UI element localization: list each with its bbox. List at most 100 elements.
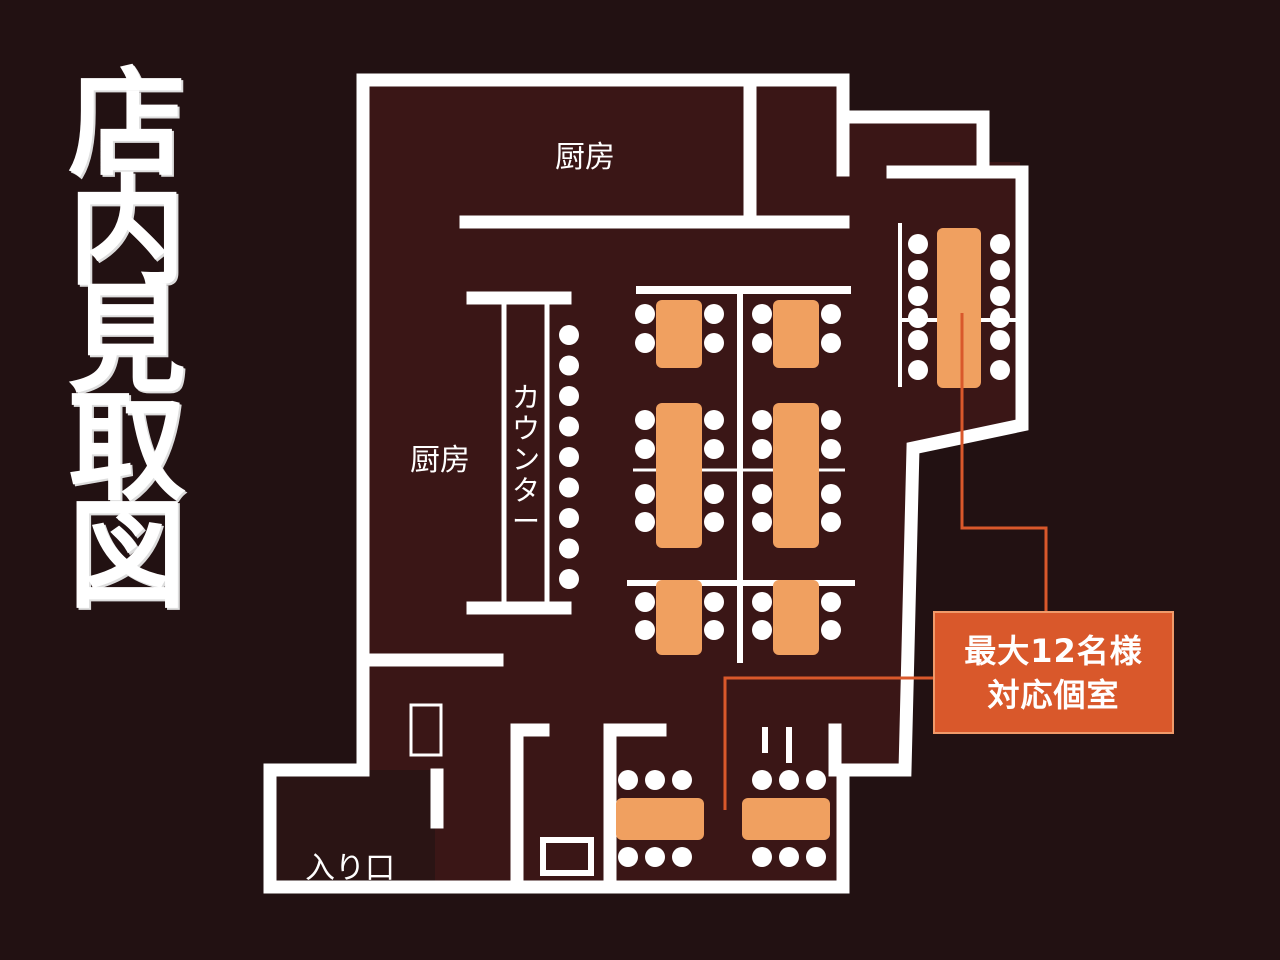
- seat: [908, 360, 928, 380]
- seat: [635, 512, 655, 532]
- seat: [704, 592, 724, 612]
- tables: [616, 228, 981, 840]
- seat: [990, 234, 1010, 254]
- seat: [618, 770, 638, 790]
- title-char: 見: [67, 271, 186, 409]
- table: [773, 403, 819, 548]
- seat: [908, 308, 928, 328]
- seat: [806, 847, 826, 867]
- seat: [559, 447, 579, 467]
- table: [656, 300, 702, 368]
- counter-label: カウンター: [511, 381, 540, 538]
- callout-line-1: 最大12名様: [964, 631, 1143, 670]
- leader-line-upper: [960, 313, 1048, 611]
- seat: [752, 410, 772, 430]
- seat: [908, 330, 928, 350]
- seat: [635, 620, 655, 640]
- seat: [779, 847, 799, 867]
- entrance-wall: [263, 763, 410, 894]
- seat: [559, 538, 579, 559]
- seat: [635, 592, 655, 612]
- seat: [704, 484, 724, 504]
- lower-room-wall-2: [603, 723, 667, 887]
- seat: [990, 308, 1010, 328]
- kitchen-top-label: 厨房: [555, 140, 615, 175]
- seat: [908, 286, 928, 306]
- callout-leader: [723, 313, 1048, 810]
- seat: [704, 620, 724, 640]
- seat: [618, 847, 638, 867]
- seat: [821, 333, 841, 353]
- seat: [752, 770, 772, 790]
- seat: [635, 304, 655, 324]
- seat: [704, 512, 724, 532]
- seat: [990, 260, 1010, 280]
- seat: [704, 304, 724, 324]
- seats: [559, 234, 1010, 867]
- seat: [908, 260, 928, 280]
- seat: [704, 439, 724, 459]
- seat: [752, 512, 772, 532]
- title-char: 図: [67, 487, 186, 625]
- seat: [779, 770, 799, 790]
- seat: [752, 439, 772, 459]
- walls: [263, 73, 1029, 894]
- seat: [752, 847, 772, 867]
- seat: [559, 325, 579, 345]
- seat: [821, 410, 841, 430]
- seat: [704, 333, 724, 353]
- title-char: 内: [67, 163, 186, 301]
- table: [656, 403, 702, 548]
- restroom-fixture: [540, 837, 594, 876]
- table: [742, 798, 830, 840]
- table: [773, 580, 819, 655]
- title-char: 店: [67, 55, 186, 193]
- seat: [635, 410, 655, 430]
- seat: [645, 847, 665, 867]
- seat: [821, 620, 841, 640]
- seat: [821, 304, 841, 324]
- seat: [559, 355, 579, 376]
- seat: [559, 569, 579, 589]
- entry-fixture: [409, 703, 443, 757]
- seat: [635, 333, 655, 353]
- seat: [821, 484, 841, 504]
- title-char: 取: [67, 379, 186, 517]
- private-room-callout: 最大12名様 対応個室: [933, 611, 1174, 734]
- seat: [704, 410, 724, 430]
- table: [616, 798, 704, 840]
- seat: [645, 770, 665, 790]
- seat: [752, 333, 772, 353]
- entrance-floor: [275, 770, 435, 887]
- seat: [559, 416, 579, 437]
- seat: [672, 847, 692, 867]
- seat: [821, 439, 841, 459]
- seat: [990, 360, 1010, 380]
- seat: [752, 620, 772, 640]
- seat: [752, 304, 772, 324]
- seat: [908, 234, 928, 254]
- kitchen-left-label: 厨房: [410, 443, 470, 478]
- seat: [559, 386, 579, 406]
- seat: [559, 508, 579, 528]
- seat: [990, 286, 1010, 306]
- seat: [635, 484, 655, 504]
- seat: [821, 592, 841, 612]
- table: [656, 580, 702, 655]
- seat: [806, 770, 826, 790]
- table: [937, 228, 981, 388]
- leader-line-lower: [723, 676, 933, 810]
- table: [773, 300, 819, 368]
- seat: [990, 330, 1010, 350]
- seat: [635, 439, 655, 459]
- seat: [752, 592, 772, 612]
- page-title: 店 内 見 取 図: [62, 55, 192, 625]
- outer-wall-right: [408, 165, 1029, 894]
- seat: [672, 770, 692, 790]
- seat: [752, 484, 772, 504]
- entrance-label: 入り口: [305, 851, 395, 886]
- lower-room-wall-1: [510, 723, 550, 887]
- callout-line-2: 対応個室: [987, 675, 1120, 714]
- seat: [559, 477, 579, 498]
